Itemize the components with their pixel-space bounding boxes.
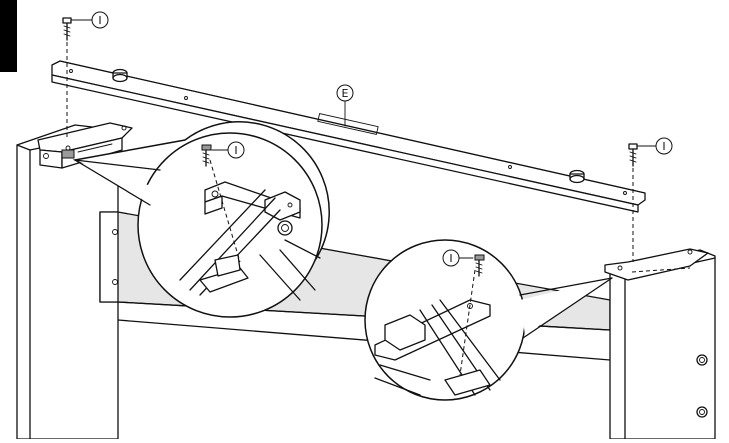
bar-callout-label: E bbox=[336, 84, 354, 127]
right-bracket bbox=[604, 248, 709, 281]
screw-callout-label: I bbox=[70, 11, 109, 29]
screw-label-text: I bbox=[662, 140, 665, 153]
bar-knob-right bbox=[569, 169, 585, 184]
screw-icon bbox=[474, 254, 485, 277]
screw-icon bbox=[201, 144, 212, 167]
bar-label-text: E bbox=[342, 87, 349, 100]
page-edge-tab bbox=[0, 0, 17, 72]
screw-callout-label: I bbox=[636, 137, 673, 155]
lower-frame bbox=[117, 319, 611, 361]
screw-label-text: I bbox=[98, 14, 101, 27]
screw-icon bbox=[628, 143, 638, 262]
top-bar bbox=[51, 60, 646, 213]
screw-label-text: I bbox=[234, 144, 237, 157]
bar-knob-left bbox=[112, 68, 128, 83]
right-detail-callout: I bbox=[364, 239, 613, 401]
screw-icon bbox=[62, 17, 72, 140]
screw-label-text: I bbox=[449, 252, 452, 265]
left-detail-callout: I bbox=[72, 121, 330, 318]
